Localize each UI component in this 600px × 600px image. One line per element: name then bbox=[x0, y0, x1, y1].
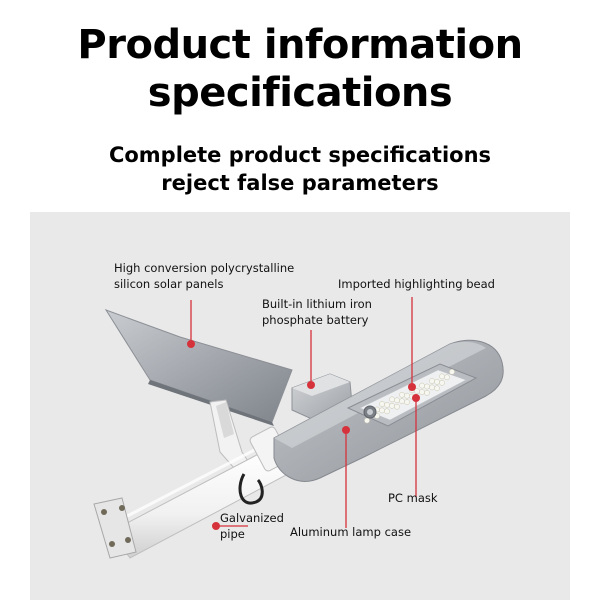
subtitle-line-2: reject false parameters bbox=[161, 171, 439, 195]
panel-bracket bbox=[209, 399, 251, 469]
led-bead bbox=[399, 398, 405, 405]
page-title-line-2: specifications bbox=[147, 70, 453, 116]
label-battery-line-1: Built-in lithium iron bbox=[262, 297, 372, 311]
led-bead bbox=[394, 397, 400, 404]
led-bead bbox=[424, 390, 430, 396]
label-galvanized-pipe-line-2: pipe bbox=[220, 527, 245, 541]
led-bead bbox=[384, 402, 390, 408]
label-solar-panel: High conversion polycrystalline silicon … bbox=[114, 260, 294, 292]
led-bead bbox=[384, 408, 390, 415]
led-bead bbox=[449, 368, 455, 375]
led-bead bbox=[439, 373, 445, 380]
label-battery: Built-in lithium iron phosphate battery bbox=[262, 296, 372, 328]
led-bead bbox=[399, 391, 405, 398]
led-bead bbox=[419, 382, 425, 389]
led-bead bbox=[389, 396, 395, 403]
label-galvanized-pipe-line-1: Galvanized bbox=[220, 511, 284, 525]
callout-lines bbox=[190, 297, 417, 528]
led-bead bbox=[419, 389, 425, 395]
led-bead bbox=[389, 402, 395, 409]
led-bead bbox=[379, 401, 385, 407]
led-bead bbox=[434, 379, 440, 385]
led-bead bbox=[439, 379, 445, 386]
led-bead bbox=[429, 384, 435, 391]
page-title-line-1: Product information bbox=[77, 22, 523, 68]
led-bead bbox=[444, 374, 450, 381]
label-battery-line-2: phosphate battery bbox=[262, 313, 369, 327]
label-solar-panel-line-2: silicon solar panels bbox=[114, 277, 224, 291]
led-bead bbox=[364, 417, 370, 424]
label-pc-mask: PC mask bbox=[388, 491, 438, 505]
led-bead bbox=[404, 392, 410, 399]
led-bead bbox=[404, 399, 410, 405]
subtitle-line-1: Complete product specifications bbox=[108, 143, 492, 167]
label-highlighting-bead: Imported highlighting bead bbox=[338, 277, 495, 291]
led-bead bbox=[379, 407, 385, 414]
callout-dots bbox=[187, 340, 420, 530]
led-bead bbox=[434, 385, 440, 392]
label-solar-panel-line-1: High conversion polycrystalline bbox=[114, 261, 295, 275]
street-lamp-illustration bbox=[93, 297, 504, 559]
led-bead bbox=[429, 378, 435, 384]
label-lamp-case: Aluminum lamp case bbox=[290, 525, 412, 539]
label-galvanized-pipe: Galvanized pipe bbox=[220, 510, 284, 542]
led-bead bbox=[394, 403, 400, 410]
product-image-area: High conversion polycrystalline silicon … bbox=[30, 212, 570, 600]
led-bead bbox=[424, 383, 430, 390]
